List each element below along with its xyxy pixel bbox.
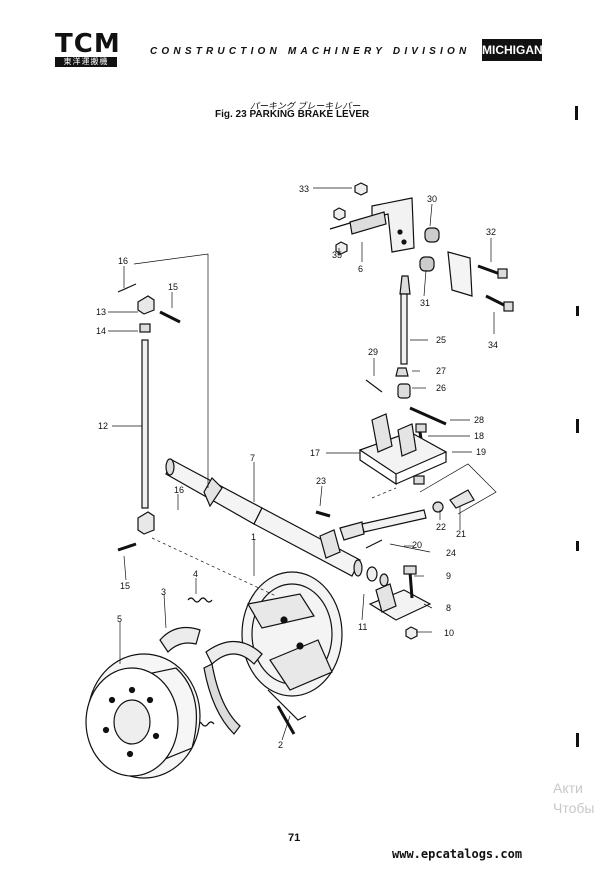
upper-bracket (329, 182, 514, 312)
callout-16b: 16 (174, 485, 184, 495)
callout-23: 23 (316, 476, 326, 486)
callout-17: 17 (310, 448, 320, 458)
binder-mark (576, 306, 579, 316)
callout-13: 13 (96, 307, 106, 317)
callout-34: 34 (488, 340, 498, 350)
logo-text: TCM (55, 29, 121, 59)
callout-24: 24 (446, 548, 456, 558)
spring-4 (187, 597, 213, 603)
rod-25 (365, 275, 411, 399)
callout-10: 10 (444, 628, 454, 638)
watermark-line-1: Акти (553, 780, 583, 796)
callout-11: 11 (358, 622, 367, 632)
brake-shoes (159, 627, 263, 735)
division-title: CONSTRUCTION MACHINERY DIVISION (150, 46, 471, 57)
binder-mark (576, 419, 579, 433)
activation-watermark: Акти Чтобы (553, 778, 594, 818)
brake-drum (85, 653, 201, 779)
shaft-7 (165, 458, 363, 577)
callout-30: 30 (427, 194, 437, 204)
site-url[interactable]: www.epcatalogs.com (392, 847, 523, 861)
callout-15b: 15 (120, 581, 130, 591)
callout-8: 8 (446, 603, 451, 613)
callout-29: 29 (368, 347, 378, 357)
callout-9: 9 (446, 571, 451, 581)
callout-28: 28 (474, 415, 484, 425)
callout-ticks (108, 187, 495, 741)
bracket-8 (366, 565, 432, 640)
watermark-line-2: Чтобы (553, 800, 595, 816)
brand-badge: MICHIGAN (482, 39, 543, 61)
callout-15: 15 (168, 282, 178, 292)
page-number: 71 (288, 832, 301, 844)
callout-25: 25 (436, 335, 446, 345)
callout-27: 27 (436, 366, 446, 376)
binder-mark (576, 733, 579, 747)
callout-6: 6 (358, 264, 363, 274)
callout-5: 5 (117, 614, 122, 624)
callout-20: 20 (412, 540, 422, 550)
binder-mark (575, 106, 578, 120)
callout-19: 19 (476, 447, 486, 457)
callout-26: 26 (436, 383, 446, 393)
callout-33: 33 (299, 184, 309, 194)
callout-31: 31 (420, 298, 430, 308)
callout-1: 1 (251, 532, 256, 542)
callout-12: 12 (98, 421, 108, 431)
callout-2: 2 (278, 740, 283, 750)
tcm-logo: TCM 東洋運搬機 (55, 29, 121, 67)
backing-plate (241, 571, 343, 735)
logo-subtext: 東洋運搬機 (55, 57, 117, 67)
callout-16: 16 (118, 256, 128, 266)
callout-7: 7 (250, 453, 255, 463)
callout-4: 4 (193, 569, 198, 579)
callout-32: 32 (486, 227, 496, 237)
callout-14: 14 (96, 326, 106, 336)
binder-mark (576, 541, 579, 551)
callout-21: 21 (456, 529, 466, 539)
callout-35: 35 (332, 250, 342, 260)
callout-3: 3 (161, 587, 166, 597)
rod-12 (117, 283, 181, 552)
bracket-17 (358, 406, 448, 486)
figure-title-jp: パーキング ブレーキレバー (250, 101, 361, 111)
rod-20 (315, 489, 475, 549)
callout-labels: 33 30 32 35 6 31 34 16 15 13 14 25 29 27… (96, 184, 498, 750)
callout-18: 18 (474, 431, 484, 441)
callout-22: 22 (436, 522, 446, 532)
leader-lines (133, 253, 497, 597)
figure-title: Fig. 23 PARKING BRAKE LEVER (215, 109, 370, 120)
